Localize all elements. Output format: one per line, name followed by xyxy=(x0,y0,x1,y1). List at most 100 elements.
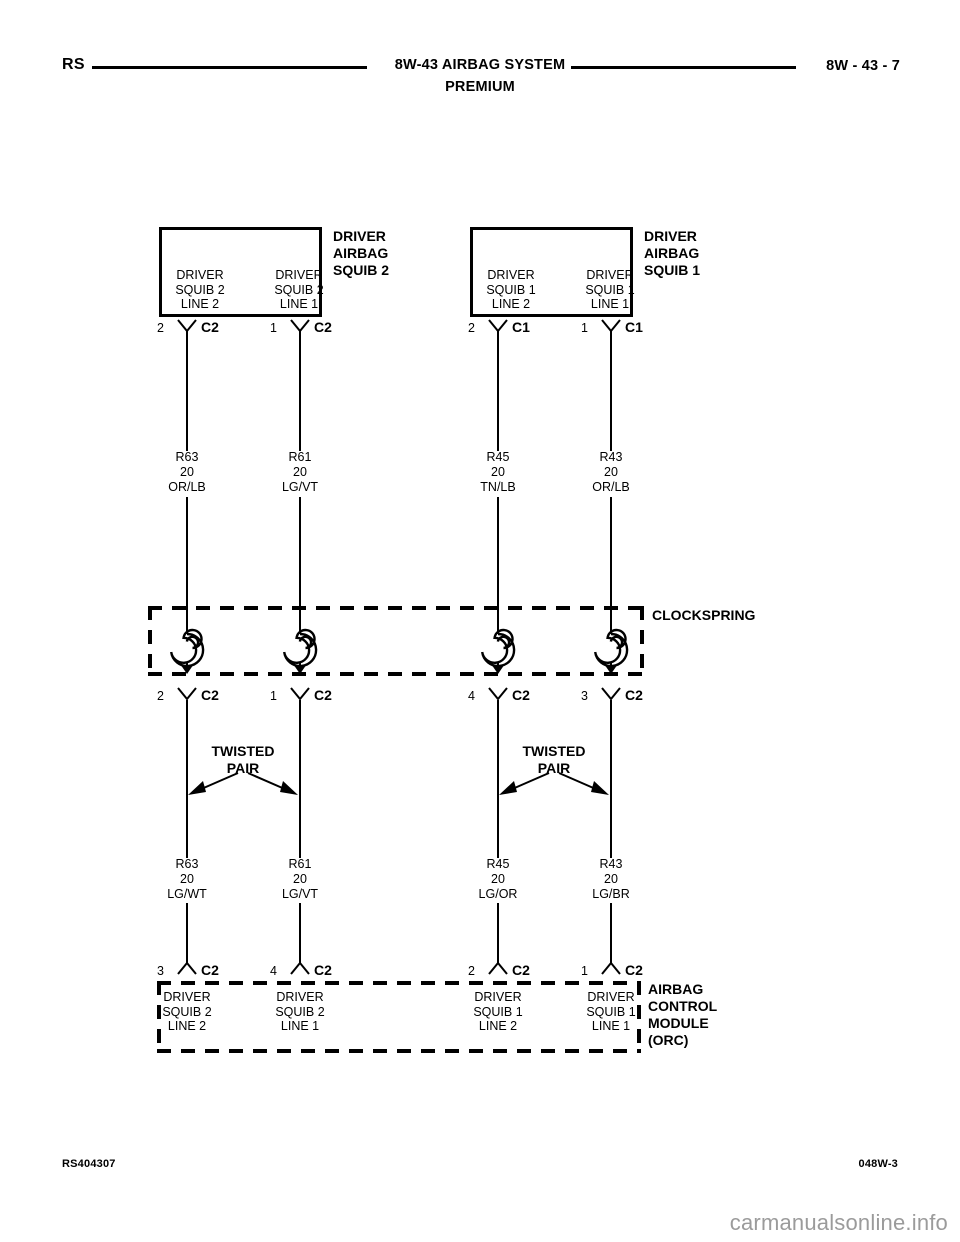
wire-segment xyxy=(186,497,188,625)
connector-caret-icon xyxy=(290,962,310,975)
wire-color-code: LG/VT xyxy=(281,887,319,901)
wire-circuit-id: R45 xyxy=(486,857,510,871)
wire-segment xyxy=(299,331,301,451)
wire-circuit-id: R63 xyxy=(175,857,199,871)
driver-airbag-squib-1-box xyxy=(470,227,633,317)
twisted-pair-label-left: TWISTED PAIR xyxy=(212,743,275,777)
wire-color-code: OR/LB xyxy=(592,480,630,494)
wire-segment xyxy=(299,700,301,858)
connector-vee-icon xyxy=(290,687,310,700)
clockspring-coil-icon xyxy=(166,622,208,674)
driver-airbag-squib-2-box xyxy=(159,227,322,317)
wire-segment xyxy=(299,497,301,625)
connector-vee-icon xyxy=(177,687,197,700)
orc-pin-3-number: 1 xyxy=(581,964,588,978)
twisted-pair-line2: PAIR xyxy=(226,760,260,776)
squib1-t0-line2: SQUIB 1 xyxy=(486,282,536,297)
clockspring-coil-icon xyxy=(590,622,632,674)
wire-segment xyxy=(497,497,499,625)
orc-t0-line3: LINE 2 xyxy=(167,1019,207,1033)
orc-terminal-2-label: DRIVER SQUIB 1 LINE 2 xyxy=(457,990,539,1034)
wire-gauge: 20 xyxy=(180,465,194,479)
squib2-t0-line2: SQUIB 2 xyxy=(175,282,225,297)
squib2-name-line2: AIRBAG xyxy=(333,245,389,261)
connector-caret-icon xyxy=(177,962,197,975)
squib2-name-line3: SQUIB 2 xyxy=(333,262,390,278)
wire-circuit-id: R61 xyxy=(288,450,312,464)
squib1-name-line2: AIRBAG xyxy=(644,245,700,261)
clockspring-conn-3-id: C2 xyxy=(625,687,643,703)
wire-label-upper-1: R61 20 LG/VT xyxy=(282,450,318,495)
page-header-left: RS xyxy=(62,56,85,73)
airbag-control-module-name: AIRBAG CONTROL MODULE (ORC) xyxy=(648,981,717,1049)
orc-t2-line3: LINE 2 xyxy=(478,1019,518,1033)
twisted-pair-line2: PAIR xyxy=(537,760,571,776)
wire-gauge: 20 xyxy=(180,872,194,886)
orc-terminal-1-label: DRIVER SQUIB 2 LINE 1 xyxy=(259,990,341,1034)
wire-circuit-id: R43 xyxy=(599,857,623,871)
wire-segment xyxy=(610,331,612,451)
squib1-pin-0-number: 2 xyxy=(468,321,475,335)
wire-color-code: TN/LB xyxy=(480,480,516,494)
squib1-t0-line1: DRIVER xyxy=(487,268,535,282)
wire-label-lower-2: R45 20 LG/OR xyxy=(479,857,518,902)
clockspring-box xyxy=(148,606,644,676)
wire-gauge: 20 xyxy=(293,465,307,479)
squib1-t1-line1: DRIVER xyxy=(586,268,634,282)
clockspring-coil-icon xyxy=(279,622,321,674)
orc-pin-1-number: 4 xyxy=(270,964,277,978)
squib2-pin-0-number: 2 xyxy=(157,321,164,335)
wire-segment xyxy=(497,903,499,963)
clockspring-conn-2-id: C2 xyxy=(512,687,530,703)
driver-airbag-squib-1-name: DRIVER AIRBAG SQUIB 1 xyxy=(644,228,700,279)
orc-pin-0-number: 3 xyxy=(157,964,164,978)
orc-name-line4: (ORC) xyxy=(648,1032,689,1048)
connector-caret-icon xyxy=(488,962,508,975)
orc-name-line2: CONTROL xyxy=(648,998,718,1014)
orc-name-line1: AIRBAG xyxy=(648,981,704,997)
wire-segment xyxy=(497,700,499,858)
wire-circuit-id: R63 xyxy=(175,450,199,464)
header-rule-left xyxy=(92,66,367,69)
wire-color-code: LG/VT xyxy=(281,480,319,494)
clockspring-pin-2-number: 4 xyxy=(468,689,475,703)
squib2-t1-line1: DRIVER xyxy=(275,268,323,282)
page-subtitle: PREMIUM xyxy=(445,79,515,95)
squib1-t0-line3: LINE 2 xyxy=(491,297,531,311)
squib2-terminal-1-label: DRIVER SQUIB 2 LINE 1 xyxy=(258,268,340,312)
wire-segment xyxy=(610,497,612,625)
clockspring-conn-0-id: C2 xyxy=(201,687,219,703)
wire-circuit-id: R61 xyxy=(288,857,312,871)
page-title: 8W-43 AIRBAG SYSTEM xyxy=(394,57,566,73)
squib2-t1-line3: LINE 1 xyxy=(279,297,319,311)
header-rule-right xyxy=(571,66,796,69)
wire-color-code: LG/OR xyxy=(478,887,518,901)
orc-t0-line2: SQUIB 2 xyxy=(162,1004,212,1019)
squib1-t1-line2: SQUIB 1 xyxy=(585,282,635,297)
wire-gauge: 20 xyxy=(293,872,307,886)
wire-gauge: 20 xyxy=(491,465,505,479)
orc-t2-line2: SQUIB 1 xyxy=(473,1004,523,1019)
clockspring-name: CLOCKSPRING xyxy=(652,607,756,623)
twisted-pair-arrows-right xyxy=(497,770,611,796)
orc-t3-line3: LINE 1 xyxy=(591,1019,631,1033)
wire-color-code: LG/WT xyxy=(167,887,207,901)
wire-segment xyxy=(497,331,499,451)
airbag-control-module-box xyxy=(157,981,641,1053)
clockspring-pin-1-number: 1 xyxy=(270,689,277,703)
orc-conn-3-id: C2 xyxy=(625,962,643,978)
squib1-name-line3: SQUIB 1 xyxy=(644,262,701,278)
wire-color-code: OR/LB xyxy=(168,480,206,494)
squib2-pin-1-number: 1 xyxy=(270,321,277,335)
squib1-pin-1-number: 1 xyxy=(581,321,588,335)
orc-conn-2-id: C2 xyxy=(512,962,530,978)
squib2-terminal-0-label: DRIVER SQUIB 2 LINE 2 xyxy=(159,268,241,312)
squib1-name-line1: DRIVER xyxy=(644,228,697,244)
twisted-pair-arrows-left xyxy=(186,770,300,796)
wire-label-lower-0: R63 20 LG/WT xyxy=(167,857,207,902)
twisted-pair-line1: TWISTED xyxy=(211,743,275,759)
squib2-t0-line3: LINE 2 xyxy=(180,297,220,311)
squib2-t1-line2: SQUIB 2 xyxy=(274,282,324,297)
twisted-pair-line1: TWISTED xyxy=(522,743,586,759)
